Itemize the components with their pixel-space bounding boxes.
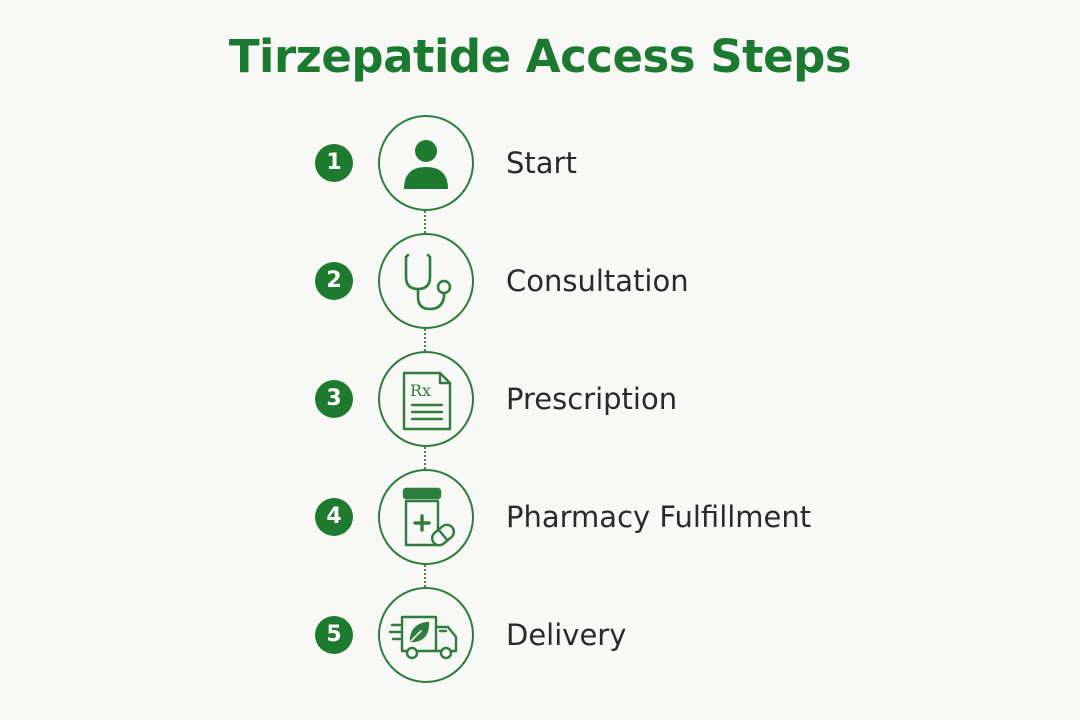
step-label-2: Consultation	[506, 264, 689, 298]
step-3: 3 Rx Prescription	[0, 351, 1080, 447]
step-4: 4 Pharmacy Fulfillment	[0, 469, 1080, 565]
connector-2-3	[424, 326, 426, 354]
step-number-5: 5	[315, 616, 353, 654]
step-icon-circle-3: Rx	[378, 351, 474, 447]
step-2: 2 Consultation	[0, 233, 1080, 329]
page-title: Tirzepatide Access Steps	[228, 30, 852, 83]
step-5: 5 Delivery	[0, 587, 1080, 683]
step-icon-circle-4	[378, 469, 474, 565]
step-label-1: Start	[506, 146, 577, 180]
medicine-bottle-pill-icon	[402, 487, 456, 547]
step-number-3: 3	[315, 380, 353, 418]
step-number-1: 1	[315, 144, 353, 182]
step-label-3: Prescription	[506, 382, 678, 416]
rx-text: Rx	[410, 381, 431, 400]
person-icon	[404, 140, 448, 189]
step-icon-circle-1	[378, 115, 474, 211]
step-icon-circle-2	[378, 233, 474, 329]
connector-3-4	[424, 444, 426, 472]
prescription-document-icon: Rx	[402, 371, 452, 431]
connector-1-2	[424, 208, 426, 236]
step-number-2: 2	[315, 262, 353, 300]
stethoscope-icon	[404, 253, 452, 311]
step-label-4: Pharmacy Fulfillment	[506, 500, 812, 534]
connector-4-5	[424, 562, 426, 590]
delivery-truck-icon	[388, 615, 458, 660]
step-icon-circle-5	[378, 587, 474, 683]
step-number-4: 4	[315, 498, 353, 536]
step-1: 1 Start	[0, 115, 1080, 211]
step-label-5: Delivery	[506, 618, 627, 652]
